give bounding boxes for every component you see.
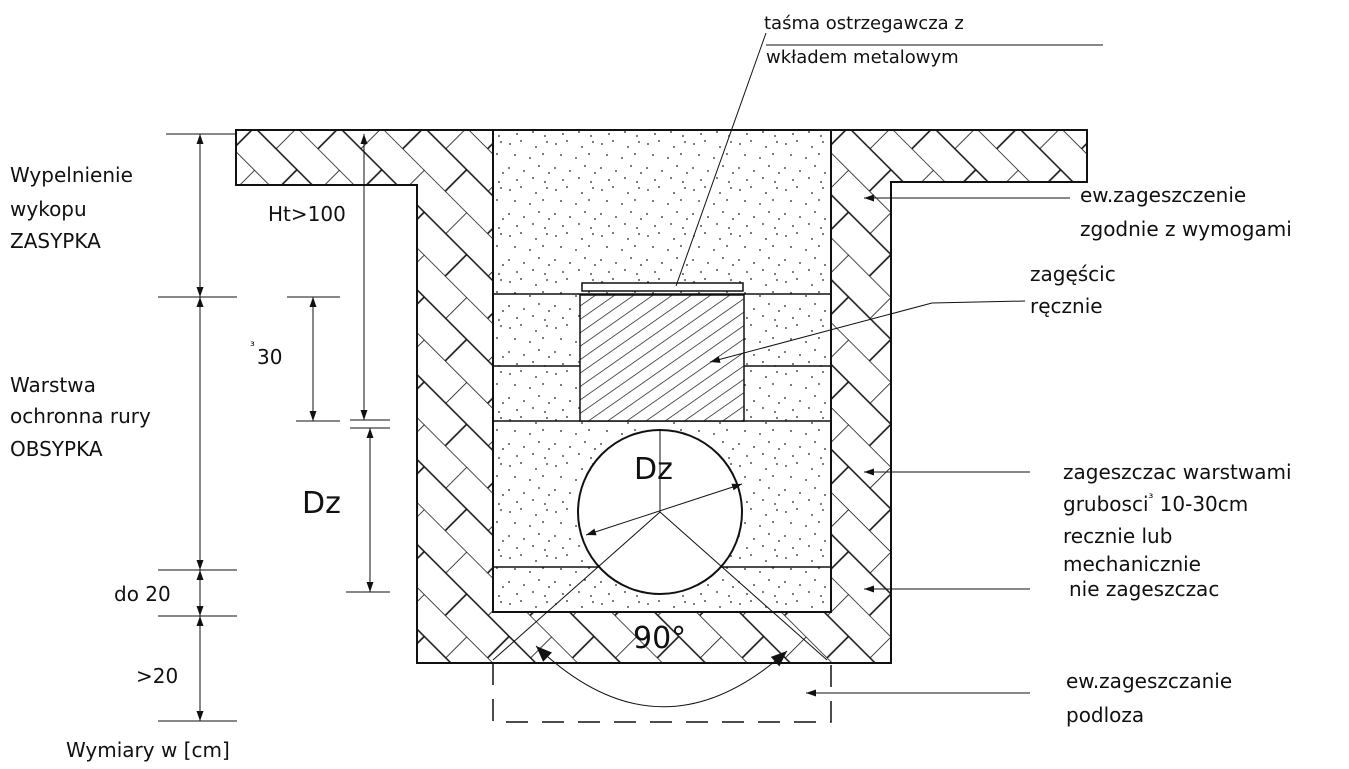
layers-line2: grubosci³ 10-30cm: [1063, 491, 1248, 516]
warning-tape: [581, 282, 744, 292]
subsoil-line2: podloza: [1066, 703, 1144, 727]
dz-dimension-label: Dz: [302, 486, 341, 521]
compact-hand-line2: ręcznie: [1030, 294, 1103, 318]
layers-line3: recznie lub: [1063, 524, 1172, 548]
protect-label-line1: Warstwa: [10, 373, 96, 397]
fill-label-line2: wykopu: [10, 197, 87, 221]
fill-label-line3: ZASYPKA: [10, 229, 101, 253]
angle-label: 90°: [633, 621, 686, 656]
layers-line4: mechanicznie: [1063, 552, 1201, 576]
do20-label: do 20: [114, 582, 171, 606]
protect-label-line2: ochronna rury: [10, 404, 151, 428]
protect-label-line3: OBSYPKA: [10, 437, 103, 461]
tape-label-line1: taśma ostrzegawcza z: [764, 13, 964, 34]
min30-label: 30: [257, 345, 282, 369]
tape-label-line2: wkładem metalowym: [766, 47, 959, 68]
gt20-label: >20: [136, 664, 178, 688]
ht-label: Ht>100: [268, 202, 346, 226]
hand-compaction-zone: [579, 294, 745, 422]
compact-optional-line1: ew.zageszczenie: [1080, 183, 1246, 207]
compact-hand-line1: zagęścic: [1030, 262, 1116, 286]
subsoil-line1: ew.zageszczanie: [1066, 669, 1232, 693]
units-label: Wymiary w [cm]: [66, 738, 230, 762]
layers-line1: zageszczac warstwami: [1063, 460, 1292, 484]
no-compact-label: nie zageszczac: [1069, 577, 1219, 601]
min30-sup: ³: [250, 339, 255, 353]
dz-pipe-label: Dz: [634, 452, 673, 487]
compact-optional-line2: zgodnie z wymogami: [1080, 217, 1292, 241]
fill-label-line1: Wypelnienie: [10, 163, 133, 187]
